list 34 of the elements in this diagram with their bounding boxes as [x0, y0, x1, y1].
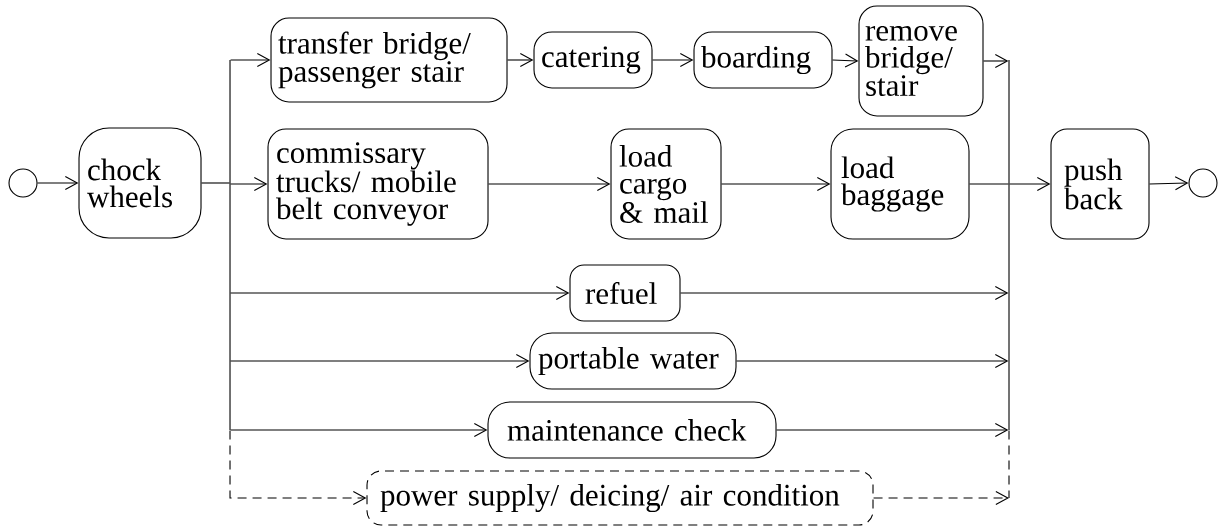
arrow: [230, 285, 570, 301]
action-box: remove bridge/ stair: [858, 5, 984, 117]
arrow: [680, 285, 1009, 301]
action-box: refuel: [569, 264, 681, 322]
arrow: [230, 422, 488, 438]
arrow: [832, 53, 859, 68]
arrow: [776, 422, 1009, 438]
arrow: [230, 52, 271, 68]
arrow: [507, 52, 534, 68]
arrow: [230, 176, 268, 192]
action-box: commissary trucks/ mobile belt conveyor: [267, 128, 489, 240]
arrow: [721, 176, 831, 192]
arrow: [230, 353, 530, 369]
arrow: [873, 490, 1009, 506]
action-box: load baggage: [830, 128, 970, 240]
arrow: [652, 52, 694, 68]
arrow: [1009, 176, 1051, 192]
arrow: [488, 176, 611, 192]
action-box: chock wheels: [78, 127, 202, 239]
arrow: [736, 353, 1009, 369]
action-box: push back: [1050, 128, 1150, 240]
arrow: [229, 430, 367, 506]
arrow: [37, 175, 79, 191]
state-circle: [8, 168, 38, 198]
action-box: power supply/ deicing/ air condition: [366, 470, 874, 526]
arrow: [983, 53, 1009, 69]
action-box: transfer bridge/ passenger stair: [270, 17, 508, 103]
arrow: [1149, 176, 1189, 191]
action-box: maintenance check: [487, 401, 777, 459]
action-box: catering: [533, 31, 653, 89]
action-box: boarding: [693, 31, 833, 89]
action-box: load cargo & mail: [610, 128, 722, 240]
state-circle: [1188, 168, 1218, 198]
action-box: portable water: [529, 332, 737, 390]
